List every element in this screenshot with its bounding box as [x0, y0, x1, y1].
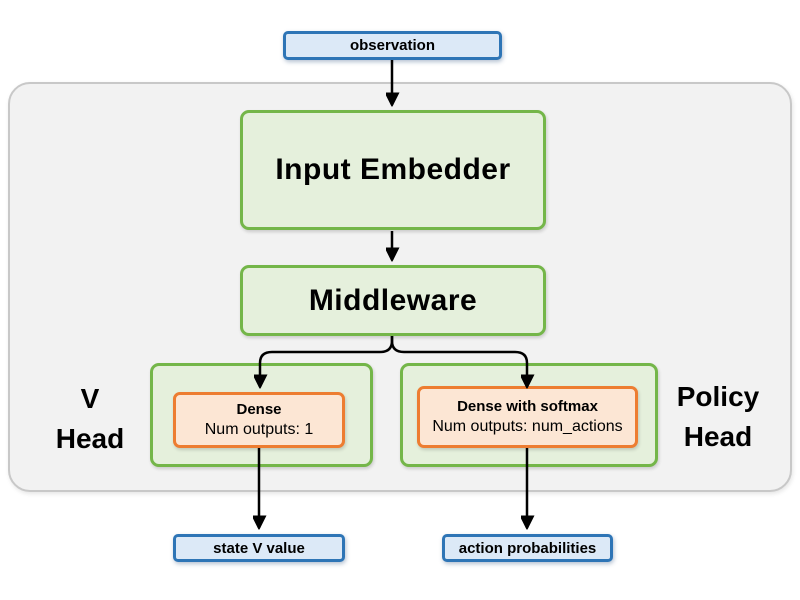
v-head-dense-node: Dense Num outputs: 1: [173, 392, 345, 448]
v-head-dense-subtitle: Num outputs: 1: [204, 421, 314, 439]
v-head-dense-title: Dense: [236, 401, 282, 419]
policy-head-dense-node: Dense with softmax Num outputs: num_acti…: [417, 386, 638, 448]
policy-head-dense-title: Dense with softmax: [457, 398, 598, 416]
observation-label: observation: [349, 37, 436, 54]
middleware-node: Middleware: [240, 265, 546, 336]
action-probabilities-label: action probabilities: [458, 539, 597, 557]
policy-head-label: Policy Head: [676, 381, 760, 452]
middleware-label: Middleware: [308, 283, 478, 317]
action-probabilities-node: action probabilities: [442, 534, 613, 562]
input-embedder-label: Input Embedder: [275, 153, 511, 186]
v-head-label: V Head: [55, 383, 125, 454]
state-v-value-label: state V value: [213, 539, 305, 557]
observation-node: observation: [283, 31, 502, 60]
state-v-value-node: state V value: [173, 534, 345, 562]
input-embedder-node: Input Embedder: [240, 110, 546, 230]
policy-head-dense-subtitle: Num outputs: num_actions: [432, 418, 623, 436]
